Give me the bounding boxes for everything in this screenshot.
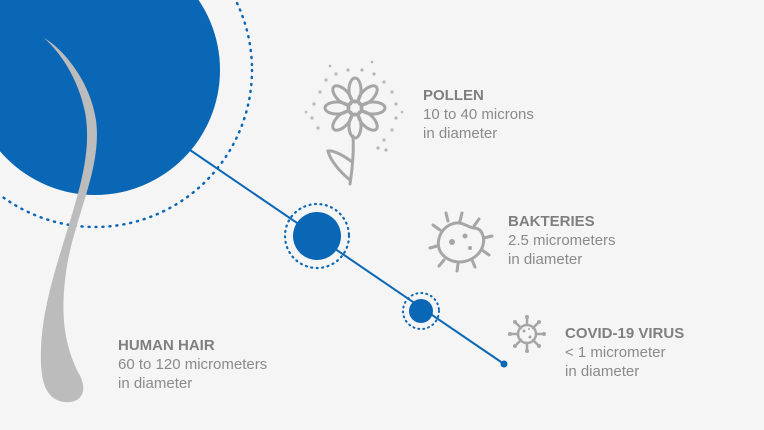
bacteria-label: BAKTERIES 2.5 micrometers in diameter — [508, 212, 616, 269]
pollen-size-circle — [293, 212, 341, 260]
bacteria-icon — [428, 211, 494, 273]
bacteria-title: BAKTERIES — [508, 213, 595, 230]
bacteria-size: 2.5 micrometers — [508, 232, 616, 249]
pollen-size-dotted-ring — [283, 202, 351, 270]
flower-icon — [304, 60, 404, 186]
bacteria-size-circle — [409, 299, 433, 323]
pollen-size-unit: in diameter — [423, 125, 498, 142]
virus-label: COVID-19 VIRUS < 1 micrometer in diamete… — [565, 324, 684, 381]
virus-size: < 1 micrometer — [565, 344, 666, 361]
human-hair-size: 60 to 120 micrometers — [118, 356, 268, 373]
scale-line-end-dot — [500, 360, 508, 368]
virus-size-unit: in diameter — [565, 363, 640, 380]
virus-title: COVID-19 VIRUS — [565, 325, 685, 342]
bacteria-size-unit: in diameter — [508, 251, 583, 268]
scale-connector-line — [189, 149, 505, 365]
pollen-size: 10 to 40 microns — [423, 106, 534, 123]
pollen-title: POLLEN — [423, 87, 484, 104]
virus-icon — [508, 315, 546, 353]
human-hair-label: HUMAN HAIR 60 to 120 micrometers in diam… — [118, 336, 267, 393]
hair-strand-icon — [40, 38, 97, 403]
pollen-label: POLLEN 10 to 40 microns in diameter — [423, 86, 534, 143]
human-hair-title: HUMAN HAIR — [118, 337, 215, 354]
hair-cross-section-circle — [0, 0, 220, 195]
bacteria-size-dotted-ring — [402, 292, 440, 330]
human-hair-size-unit: in diameter — [118, 375, 193, 392]
hair-cross-section-dotted-ring — [0, 0, 254, 229]
